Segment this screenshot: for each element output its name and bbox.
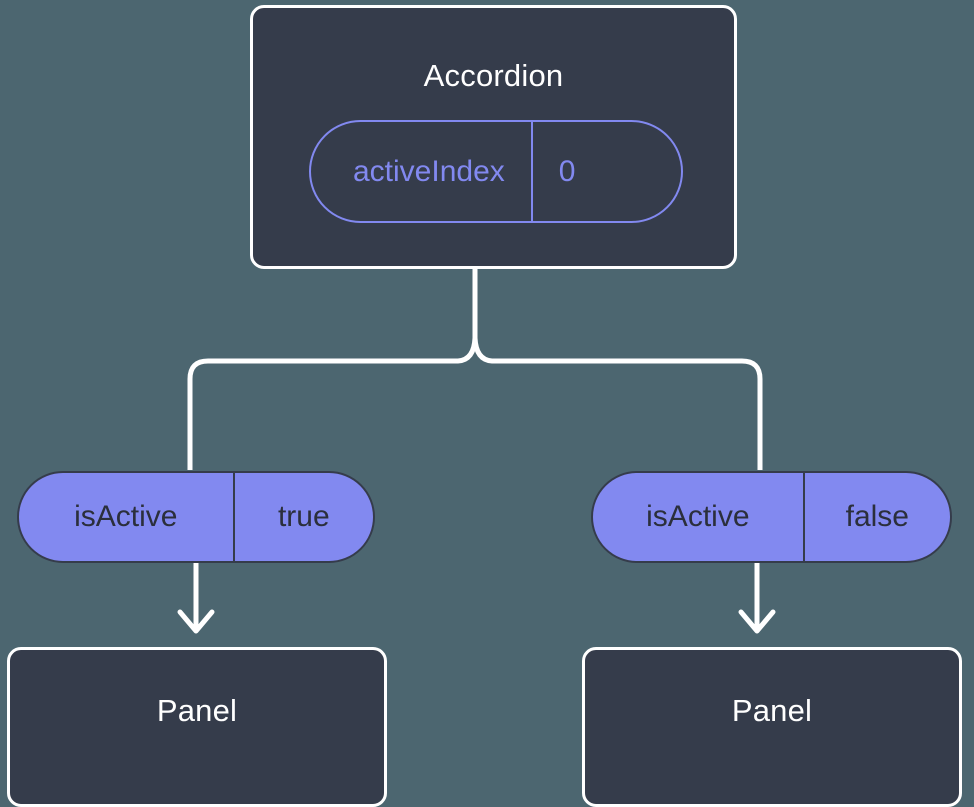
arrow-down-icon-right bbox=[738, 563, 776, 634]
connector-branch-right bbox=[472, 337, 763, 470]
panel-node-left-title: Panel bbox=[156, 693, 238, 728]
prop-pill-isactive-left[interactable]: isActive true bbox=[17, 471, 375, 563]
prop-pill-activeindex[interactable]: activeIndex 0 bbox=[309, 120, 683, 223]
prop-value-activeindex: 0 bbox=[530, 122, 618, 221]
prop-key-activeindex: activeIndex bbox=[353, 154, 505, 188]
prop-key-isactive-right: isActive bbox=[646, 500, 750, 533]
prop-value-isactive-left: true bbox=[232, 473, 373, 561]
prop-value-isactive-right: false bbox=[802, 473, 950, 561]
prop-key-isactive-left: isActive bbox=[74, 500, 178, 533]
connector-branch-left bbox=[187, 337, 478, 470]
panel-node-right-title: Panel bbox=[731, 693, 813, 728]
panel-node-right[interactable]: Panel bbox=[582, 647, 962, 807]
panel-node-left[interactable]: Panel bbox=[7, 647, 387, 807]
accordion-node-title: Accordion bbox=[423, 58, 564, 93]
diagram-canvas: Accordion activeIndex 0 isActive true is… bbox=[7, 5, 962, 807]
arrow-down-icon-left bbox=[177, 563, 215, 634]
prop-pill-isactive-right[interactable]: isActive false bbox=[591, 471, 952, 563]
